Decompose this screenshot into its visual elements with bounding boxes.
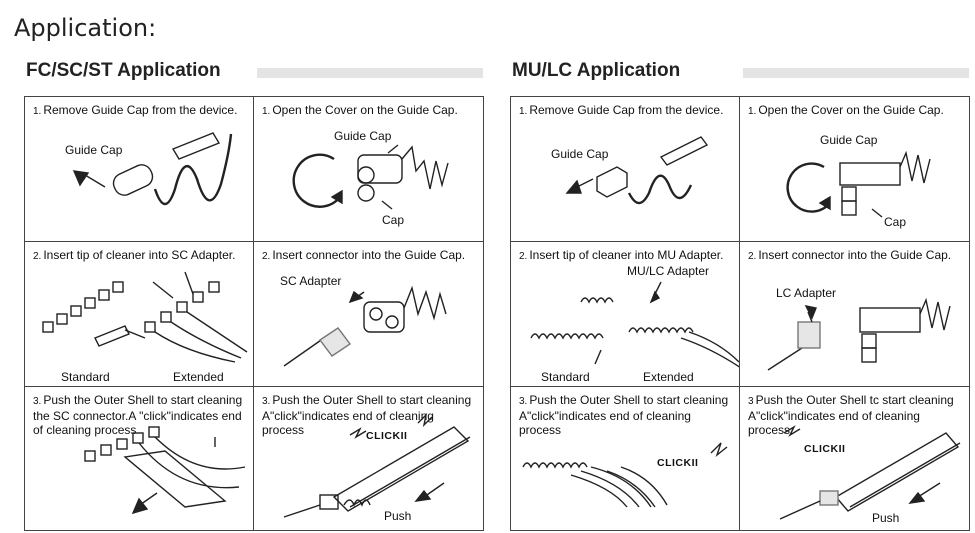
step-caption: 1.Open the Cover on the Guide Cap.: [262, 103, 479, 119]
title-divider-bar: [743, 68, 969, 78]
remove-guide-cap-illustration: [565, 136, 709, 205]
cap-label: Cap: [382, 213, 405, 227]
step-number: 2.: [519, 251, 528, 262]
step-caption: 2.Insert tip of cleaner into MU Adapter.: [519, 248, 735, 264]
step-cell: 1.Remove Guide Cap from the device. Guid…: [511, 97, 740, 242]
step-cell: 3.Push the Outer Shell to start cleaning…: [25, 387, 254, 530]
step-number: 3: [748, 396, 754, 407]
standard-label: Standard: [61, 370, 110, 384]
section-mu-lc: MU/LC Application 1.Remove Guide Cap fro…: [510, 60, 970, 531]
mu-lc-adapter-label: MU/LC Adapter: [627, 264, 710, 278]
step-text: Open the Cover on the Guide Cap.: [758, 103, 944, 117]
insert-lc-connector-illustration: [767, 297, 951, 371]
section-title: FC/SC/ST Application: [26, 60, 221, 81]
step-text: Remove Guide Cap from the device.: [529, 103, 724, 117]
push-shell-sc-illustration: [84, 426, 246, 515]
step-number: 3.: [33, 396, 42, 407]
step-cell: 2.Insert connector into the Guide Cap. L…: [740, 242, 969, 387]
extended-label: Extended: [173, 370, 224, 384]
step-text: Insert tip of cleaner into SC Adapter.: [43, 248, 236, 262]
step-caption: 2.Insert tip of cleaner into SC Adapter.: [33, 248, 249, 264]
step-caption: 2.Insert connector into the Guide Cap.: [748, 248, 965, 264]
title-divider-bar: [257, 68, 483, 78]
step-cell: 2.Insert tip of cleaner into SC Adapter.…: [25, 242, 254, 387]
instruction-grid: 1.Remove Guide Cap from the device. Guid…: [24, 96, 484, 531]
step-number: 1.: [262, 106, 271, 117]
step-text: Push the Outer Shell to start cleaning A…: [262, 393, 472, 437]
step-number: 3.: [519, 396, 528, 407]
step-text: Push the Outer Shell tc start cleaning A…: [748, 393, 954, 437]
step-text: Push the Outer Shell to start cleaning t…: [33, 393, 243, 437]
guide-cap-label: Guide Cap: [551, 147, 609, 161]
step-caption: 1.Remove Guide Cap from the device.: [519, 103, 735, 119]
step-cell: 1.Open the Cover on the Guide Cap. Guide…: [740, 97, 969, 242]
guide-cap-label: Guide Cap: [65, 143, 123, 157]
guide-cap-label: Guide Cap: [820, 133, 878, 147]
step-number: 1.: [748, 106, 757, 117]
step-caption: 2.Insert connector into the Guide Cap.: [262, 248, 479, 264]
instruction-grid: 1.Remove Guide Cap from the device. Guid…: [510, 96, 970, 531]
standard-label: Standard: [541, 370, 590, 384]
page-title: Application:: [14, 14, 157, 42]
step-cell: 3.Push the Outer Shell to start cleaning…: [511, 387, 740, 530]
step-cell: 1.Open the Cover on the Guide Cap. Guide…: [254, 97, 483, 242]
remove-guide-cap-illustration: [72, 132, 233, 206]
step-number: 1.: [33, 106, 42, 117]
step-text: Insert connector into the Guide Cap.: [758, 248, 952, 262]
step-cell: 1.Remove Guide Cap from the device. Guid…: [25, 97, 254, 242]
push-label: Push: [872, 511, 900, 525]
step-number: 3.: [262, 396, 271, 407]
click-sound-label: CLICKII: [804, 443, 846, 455]
step-number: 1.: [519, 106, 528, 117]
adapter-label: LC Adapter: [776, 286, 837, 300]
step-caption: 3.Push the Outer Shell to start cleaning…: [519, 393, 735, 437]
click-sound-label: CLICKII: [366, 430, 408, 442]
mu-adapter-row-illustration: [530, 281, 739, 368]
step-cell: 2.Insert connector into the Guide Cap. S…: [254, 242, 483, 387]
step-caption: 3.Push the Outer Shell to start cleaning…: [262, 393, 479, 437]
open-cover-illustration: [786, 150, 931, 218]
push-shell-lc-illustration: [779, 425, 961, 520]
step-caption: 1.Open the Cover on the Guide Cap.: [748, 103, 965, 119]
step-text: Open the Cover on the Guide Cap.: [272, 103, 458, 117]
section-fc-sc-st: FC/SC/ST Application 1.Remove Guide Cap …: [24, 60, 484, 531]
adapter-label: SC Adapter: [280, 274, 342, 288]
step-text: Insert connector into the Guide Cap.: [272, 248, 466, 262]
step-caption: 1.Remove Guide Cap from the device.: [33, 103, 249, 119]
guide-cap-label: Guide Cap: [334, 129, 392, 143]
open-cover-illustration: [292, 144, 449, 210]
step-cell: 3.Push the Outer Shell to start cleaning…: [254, 387, 483, 530]
step-number: 2.: [33, 251, 42, 262]
step-text: Remove Guide Cap from the device.: [43, 103, 238, 117]
sc-adapter-row-illustration: [42, 271, 248, 363]
insert-connector-illustration: [283, 285, 447, 367]
push-label: Push: [384, 509, 412, 523]
step-number: 2.: [262, 251, 271, 262]
step-cell: 2.Insert tip of cleaner into MU Adapter.…: [511, 242, 740, 387]
step-text: Push the Outer Shell to start cleaning A…: [519, 393, 729, 437]
click-sound-label: CLICKII: [657, 457, 699, 469]
push-shell-connector-illustration: [283, 412, 471, 518]
push-shell-mu-illustration: [522, 442, 728, 508]
step-number: 2.: [748, 251, 757, 262]
cap-label: Cap: [884, 215, 907, 229]
step-text: Insert tip of cleaner into MU Adapter.: [529, 248, 724, 262]
extended-label: Extended: [643, 370, 694, 384]
section-title: MU/LC Application: [512, 60, 681, 81]
step-caption: 3.Push the Outer Shell to start cleaning…: [33, 393, 249, 437]
